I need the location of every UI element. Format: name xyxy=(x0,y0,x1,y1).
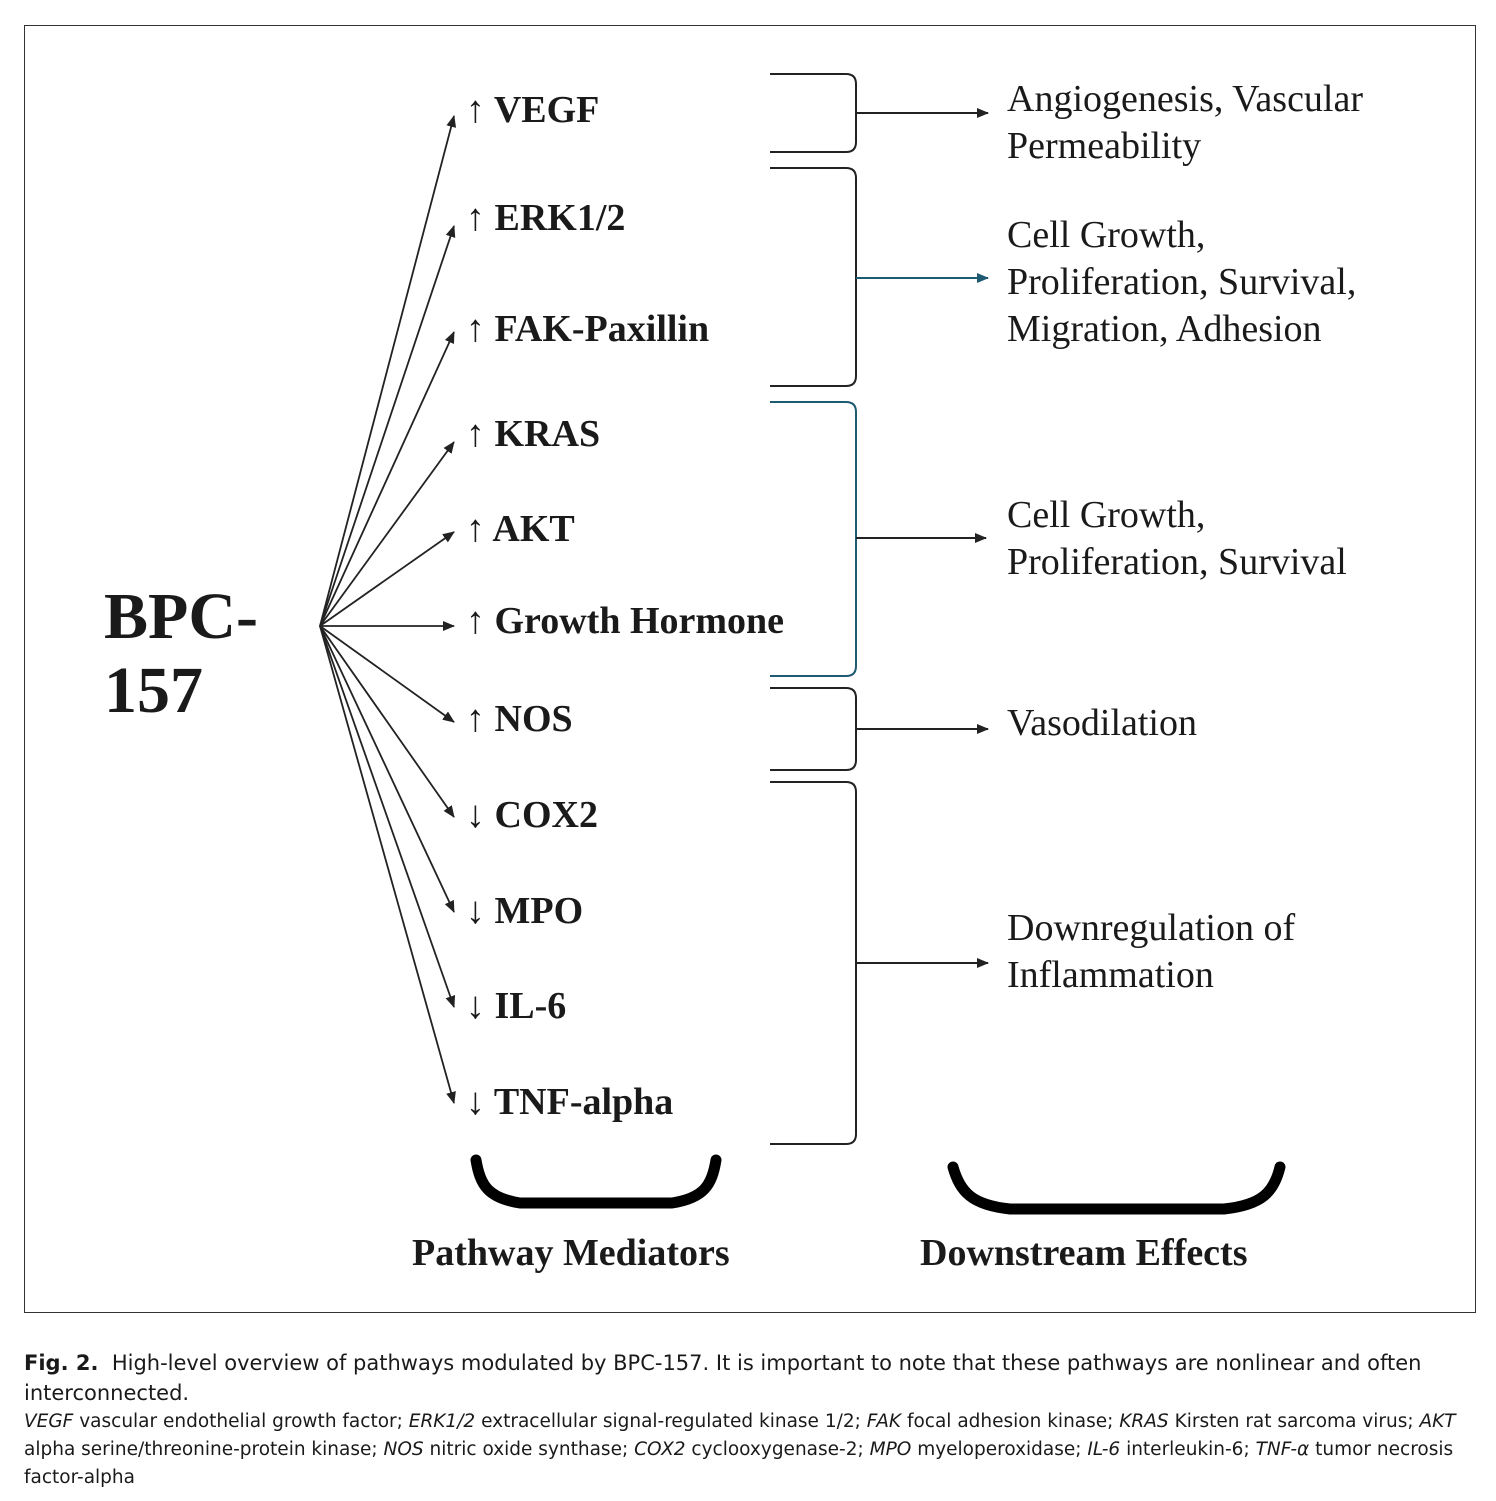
direction-arrow-icon: ↑ xyxy=(466,508,485,550)
fan-arrow-8 xyxy=(319,625,455,913)
abbr-term: MPO xyxy=(869,1439,912,1460)
mediator-1: ↑ ERK1/2 xyxy=(466,196,625,240)
footer-pathway-mediators: Pathway Mediators xyxy=(412,1232,730,1274)
effect-arrows xyxy=(856,108,989,968)
abbr-definition: focal adhesion kinase xyxy=(906,1411,1108,1432)
effect-line: Permeability xyxy=(1007,125,1202,167)
mediator-2: ↑ FAK-Paxillin xyxy=(466,307,709,351)
effect-line: Vasodilation xyxy=(1007,702,1197,744)
abbr-term: FAK xyxy=(866,1411,902,1432)
bracket-0 xyxy=(770,73,857,153)
mediator-7: ↓ COX2 xyxy=(466,793,598,837)
fan-arrows xyxy=(319,115,457,1104)
abbr-term: NOS xyxy=(383,1439,424,1460)
mediator-label: ERK1/2 xyxy=(494,197,626,239)
figure-label: Fig. 2. xyxy=(24,1351,99,1375)
bracket-1 xyxy=(770,167,857,387)
fan-arrow-10 xyxy=(319,625,456,1104)
direction-arrow-icon: ↑ xyxy=(466,308,485,350)
fan-arrow-9 xyxy=(319,625,456,1008)
fan-arrow-2 xyxy=(319,331,455,627)
mediator-3: ↑ KRAS xyxy=(466,412,600,456)
fan-arrow-1 xyxy=(319,225,456,627)
source-line-1: BPC- xyxy=(104,580,258,653)
abbr-definition: interleukin-6 xyxy=(1126,1439,1244,1460)
mediator-label: Growth Hormone xyxy=(494,600,785,642)
mediator-label: COX2 xyxy=(494,794,598,836)
abbr-term: KRAS xyxy=(1119,1411,1169,1432)
figure-caption: Fig. 2. High-level overview of pathways … xyxy=(24,1348,1474,1408)
abbr-definition: cyclooxygenase-2 xyxy=(691,1439,858,1460)
abbreviation-list: VEGF vascular endothelial growth factor;… xyxy=(24,1411,1456,1488)
effect-line: Cell Growth, xyxy=(1007,214,1206,256)
direction-arrow-icon: ↓ xyxy=(466,1081,485,1123)
direction-arrow-icon: ↑ xyxy=(466,600,485,642)
abbr-definition: myeloperoxidase xyxy=(917,1439,1076,1460)
mediator-label: NOS xyxy=(494,698,573,740)
fan-arrow-0 xyxy=(319,115,457,627)
effect-4: Downregulation of Inflammation xyxy=(1007,905,1295,999)
fan-arrow-7 xyxy=(319,625,455,818)
abbr-term: IL-6 xyxy=(1087,1439,1121,1460)
mediator-8: ↓ MPO xyxy=(466,889,583,933)
bracket-4 xyxy=(770,781,857,1145)
direction-arrow-icon: ↑ xyxy=(466,89,485,131)
effect-line: Inflammation xyxy=(1007,954,1214,996)
effect-line: Cell Growth, xyxy=(1007,494,1206,536)
mediator-0: ↑ VEGF xyxy=(466,88,599,132)
abbr-term: AKT xyxy=(1419,1411,1456,1432)
effect-line: Angiogenesis, Vascular xyxy=(1007,78,1364,120)
direction-arrow-icon: ↓ xyxy=(466,890,485,932)
abbr-term: COX2 xyxy=(634,1439,686,1460)
pathway-diagram xyxy=(319,73,1286,1215)
caption-text: High-level overview of pathways modulate… xyxy=(24,1351,1422,1405)
mediator-label: FAK-Paxillin xyxy=(494,308,710,350)
fan-arrow-6 xyxy=(319,625,455,723)
effect-line: Migration, Adhesion xyxy=(1007,308,1322,350)
footer-downstream-effects: Downstream Effects xyxy=(920,1232,1248,1274)
mediator-label: KRAS xyxy=(494,413,601,455)
mediator-label: AKT xyxy=(492,508,575,550)
abbr-term: TNF-α xyxy=(1255,1439,1310,1460)
effect-2: Cell Growth, Proliferation, Survival xyxy=(1007,492,1347,586)
abbr-term: ERK1/2 xyxy=(408,1411,476,1432)
mediator-4: ↑ AKT xyxy=(466,507,575,551)
abbr-definition: tumor necrosis factor-alpha xyxy=(24,1439,1454,1488)
mediators-brace xyxy=(470,1154,722,1209)
mediator-label: IL-6 xyxy=(494,985,567,1027)
abbr-definition: vascular endothelial growth factor xyxy=(79,1411,397,1432)
mediator-5: ↑ Growth Hormone xyxy=(466,599,784,643)
effect-line: Proliferation, Survival, xyxy=(1007,261,1357,303)
mediator-9: ↓ IL-6 xyxy=(466,984,566,1028)
direction-arrow-icon: ↑ xyxy=(466,413,485,455)
effect-3: Vasodilation xyxy=(1007,700,1197,747)
mediator-6: ↑ NOS xyxy=(466,697,573,741)
direction-arrow-icon: ↓ xyxy=(466,985,485,1027)
source-label: BPC- 157 xyxy=(104,580,258,728)
direction-arrow-icon: ↓ xyxy=(466,794,485,836)
mediator-10: ↓ TNF-alpha xyxy=(466,1080,673,1124)
mediator-label: TNF-alpha xyxy=(493,1081,674,1123)
figure-frame xyxy=(24,25,1476,1313)
effect-1: Cell Growth, Proliferation, Survival, Migr… xyxy=(1007,212,1356,353)
source-line-2: 157 xyxy=(104,654,203,727)
abbr-definition: nitric oxide synthase xyxy=(429,1439,622,1460)
mediator-label: VEGF xyxy=(493,89,600,131)
direction-arrow-icon: ↑ xyxy=(466,197,485,239)
fan-arrow-4 xyxy=(319,531,455,627)
effect-line: Proliferation, Survival xyxy=(1007,541,1347,583)
fan-arrow-3 xyxy=(319,441,455,627)
effect-line: Downregulation of xyxy=(1007,907,1296,949)
effects-brace xyxy=(947,1161,1286,1215)
bracket-3 xyxy=(770,687,857,771)
direction-arrow-icon: ↑ xyxy=(466,698,485,740)
mediator-label: MPO xyxy=(494,890,584,932)
abbr-definition: alpha serine/threonine-protein kinase xyxy=(24,1439,372,1460)
abbr-definition: Kirsten rat sarcoma virus xyxy=(1174,1411,1408,1432)
abbr-definition: extracellular signal-regulated kinase 1/… xyxy=(481,1411,855,1432)
abbr-term: VEGF xyxy=(24,1411,74,1432)
